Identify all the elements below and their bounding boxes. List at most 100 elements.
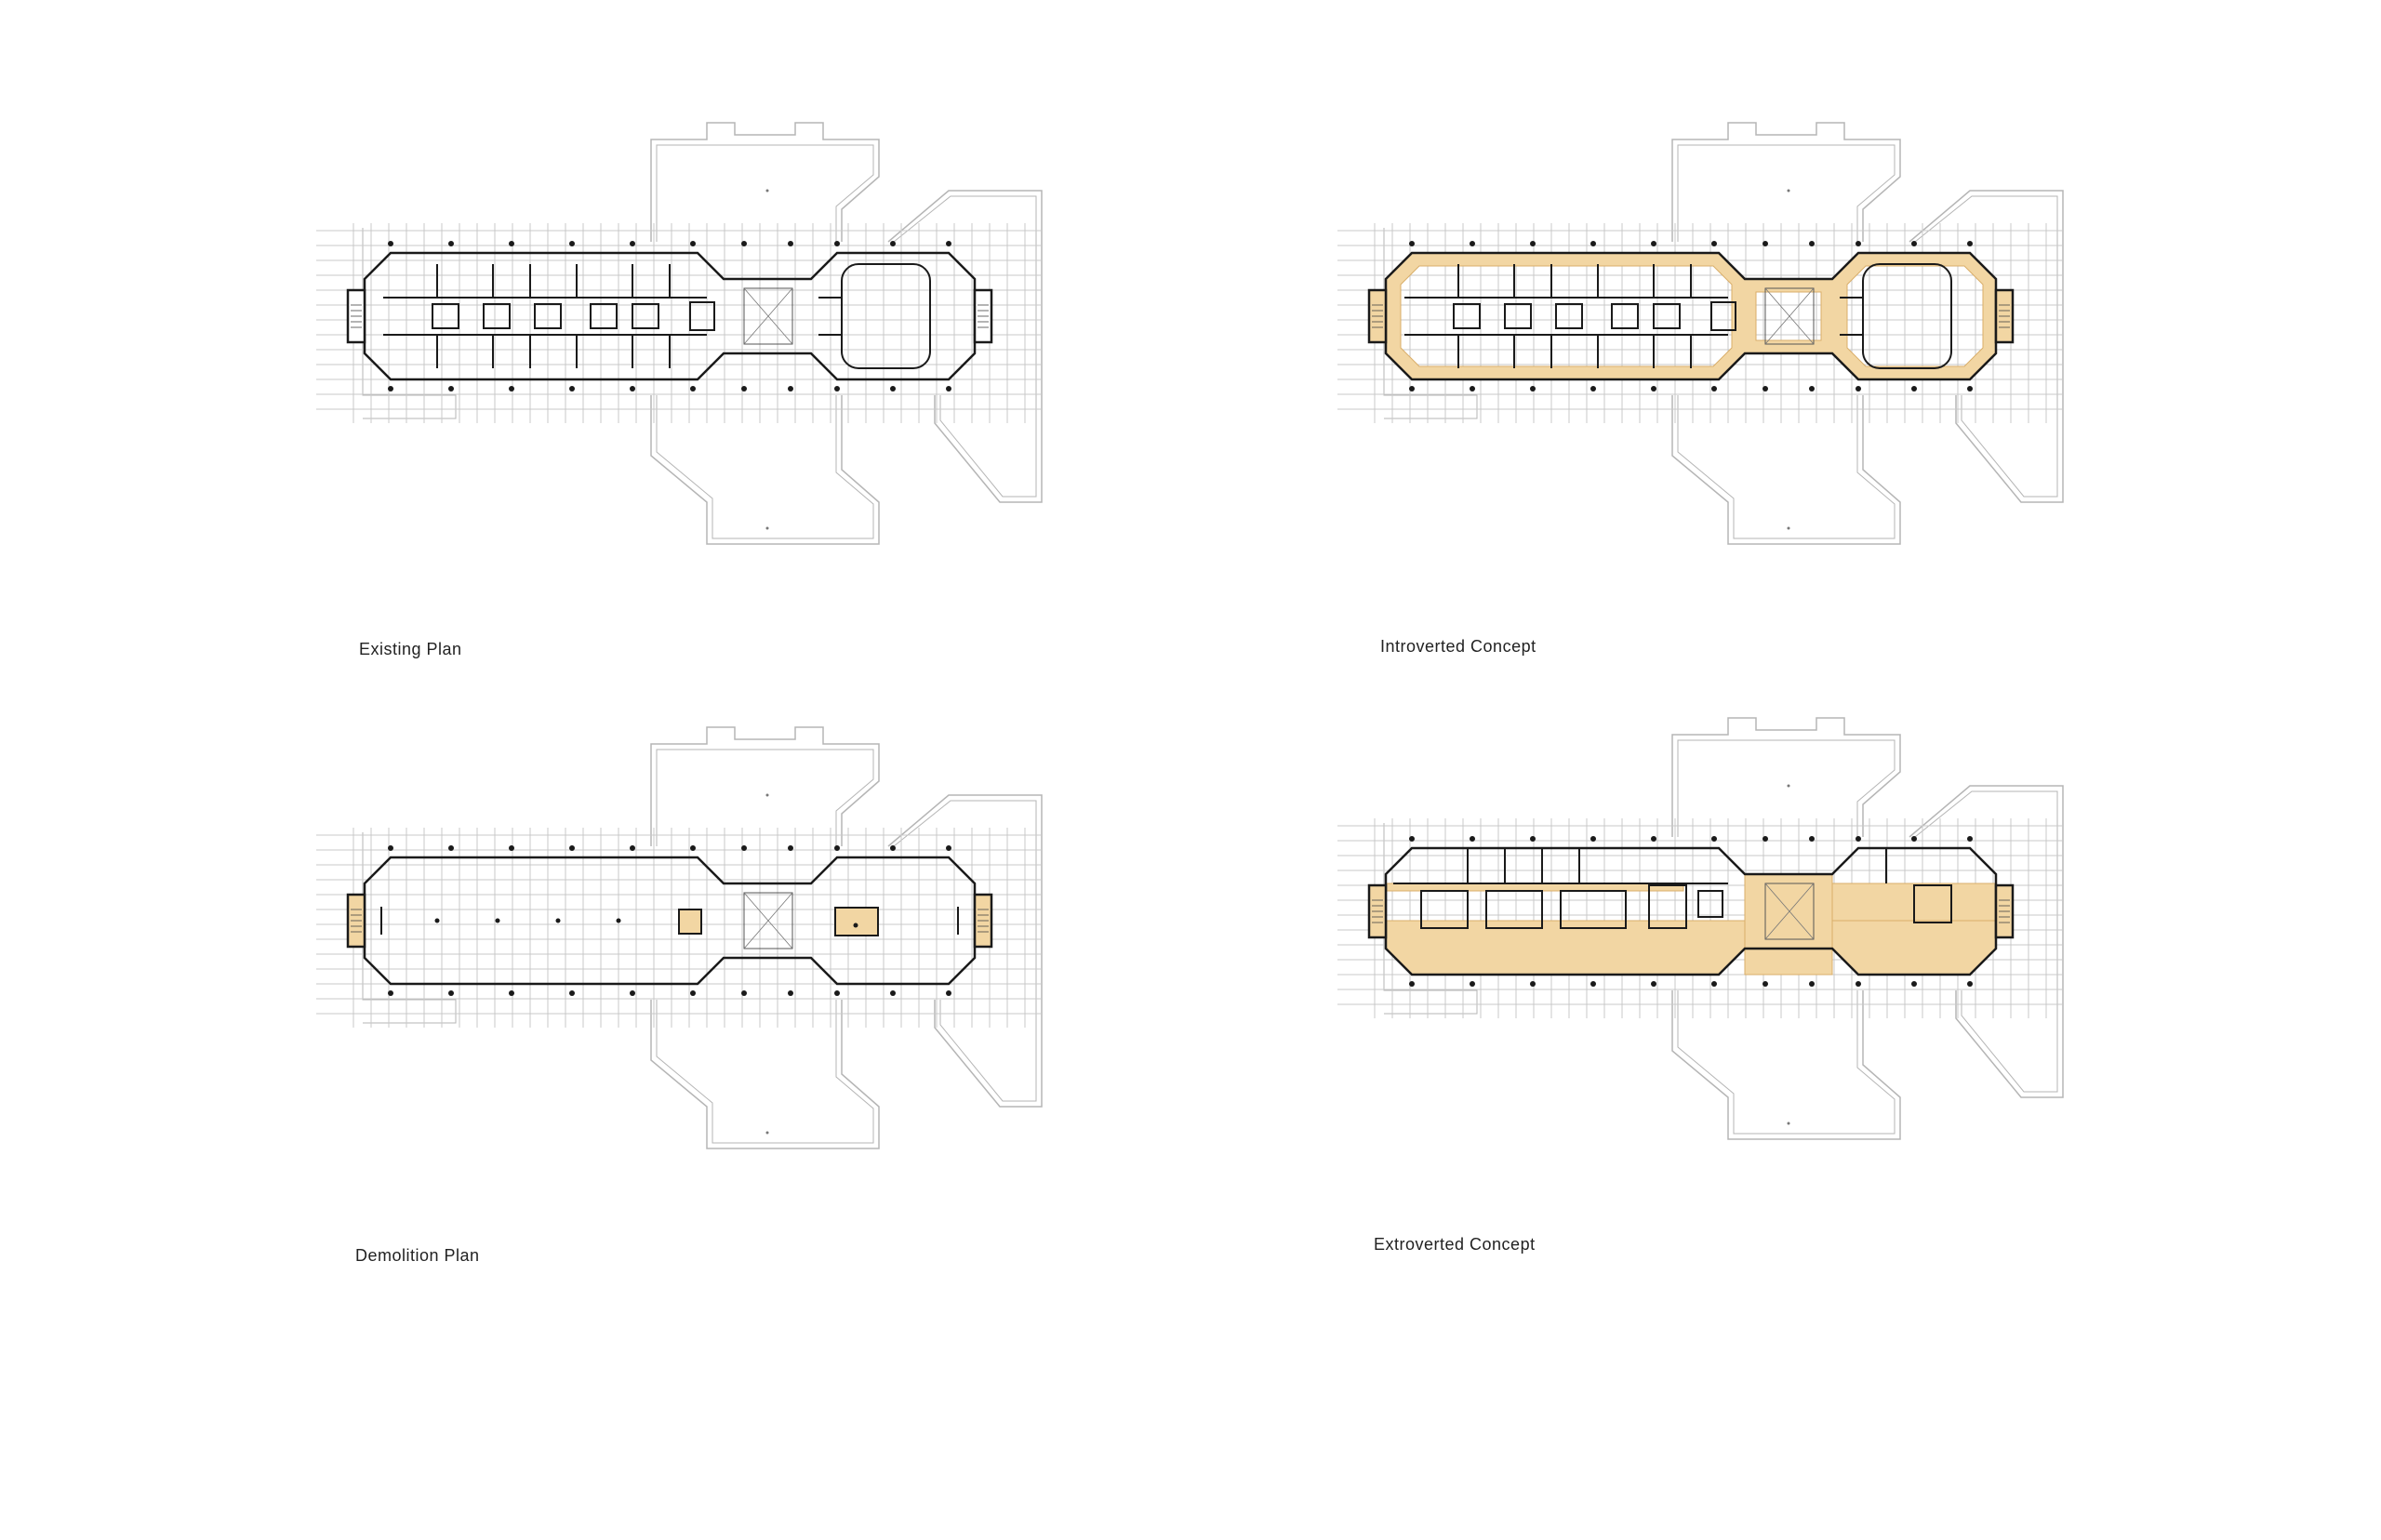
column (569, 241, 575, 246)
core-room (432, 303, 459, 329)
atrium (743, 287, 793, 345)
column (788, 990, 793, 996)
column (1762, 386, 1768, 392)
columns (388, 845, 951, 996)
column (1530, 981, 1536, 987)
end-stairs (346, 893, 993, 949)
column (1590, 241, 1596, 246)
column (448, 241, 454, 246)
north-wing-outline (650, 122, 880, 242)
core-room (1504, 303, 1532, 329)
column (1911, 386, 1917, 392)
column (1762, 981, 1768, 987)
column (1530, 836, 1536, 842)
extroverted-concept-svg (1337, 717, 2064, 1140)
end-stairs (346, 288, 993, 344)
structural-grid (316, 828, 1042, 1028)
south-wing-inner-outline (656, 395, 874, 539)
south-wing-inner-outline (1677, 990, 1895, 1135)
column (1856, 981, 1861, 987)
column (1409, 981, 1415, 987)
south-wing-outline (1671, 990, 1901, 1140)
room-partitions (380, 907, 959, 936)
column (690, 386, 696, 392)
north-wing-inner-outline (656, 749, 874, 846)
end-stairs (1367, 288, 2015, 344)
office-room (1560, 890, 1627, 929)
column (569, 990, 575, 996)
extroverted-concept-drawing (1319, 717, 2100, 1367)
site-context (1383, 717, 2064, 1140)
atrium-band (1744, 873, 1833, 976)
east-wing-outline (1909, 785, 2064, 1098)
east-wing-inner-outline (893, 800, 1037, 1102)
end-stairs (1367, 883, 2015, 939)
south-wing-inner-outline (1677, 395, 1895, 539)
north-wing-inner-outline (1677, 739, 1895, 837)
retained-stair (834, 907, 879, 936)
column (741, 990, 747, 996)
column (1856, 836, 1861, 842)
column (741, 241, 747, 246)
wing-marker (765, 189, 769, 192)
open-public-band (1385, 920, 1997, 976)
east-wing-inner-outline (1914, 790, 2058, 1093)
east-wing-inner-outline (1914, 195, 2058, 498)
site-context (362, 122, 1043, 545)
column (448, 845, 454, 851)
east-wing-outline (887, 794, 1043, 1108)
office-room (1648, 884, 1687, 929)
east-room (1913, 884, 1952, 923)
east-large-room (841, 263, 931, 369)
columns (1409, 241, 1973, 392)
existing-plan-svg (316, 122, 1043, 545)
column (1651, 241, 1656, 246)
atrium (1764, 287, 1815, 345)
column (1762, 836, 1768, 842)
column (1409, 386, 1415, 392)
structural-grid (316, 223, 1042, 423)
wing-marker (765, 526, 769, 530)
column (788, 386, 793, 392)
column (388, 845, 393, 851)
demolition-plan-svg (316, 726, 1043, 1149)
column (788, 845, 793, 851)
exterior-wall (363, 251, 977, 381)
column (1967, 386, 1973, 392)
east-wing-inner-outline (893, 195, 1037, 498)
interior-column (434, 918, 440, 923)
column (388, 386, 393, 392)
south-wing-outline (650, 395, 880, 545)
column (509, 990, 514, 996)
column (690, 845, 696, 851)
column (1856, 386, 1861, 392)
column (509, 241, 514, 246)
column (1911, 241, 1917, 246)
column (1711, 241, 1717, 246)
column (1809, 386, 1815, 392)
column (1762, 241, 1768, 246)
column (690, 990, 696, 996)
atrium-void (743, 287, 793, 345)
column (741, 845, 747, 851)
retained-core (678, 909, 702, 935)
column (569, 845, 575, 851)
atrium-void (1764, 883, 1815, 940)
wing-marker (1787, 784, 1790, 788)
column (448, 386, 454, 392)
column (1651, 386, 1656, 392)
column (448, 990, 454, 996)
column (890, 845, 896, 851)
column (690, 241, 696, 246)
column (569, 386, 575, 392)
column (1590, 981, 1596, 987)
column (1711, 981, 1717, 987)
atrium-diagonal (743, 892, 793, 949)
column (1590, 836, 1596, 842)
columns (388, 241, 951, 392)
elevator-core (1710, 301, 1736, 331)
core-room (1653, 303, 1681, 329)
column (1470, 386, 1475, 392)
column (388, 990, 393, 996)
atrium-diagonal (1764, 287, 1815, 345)
